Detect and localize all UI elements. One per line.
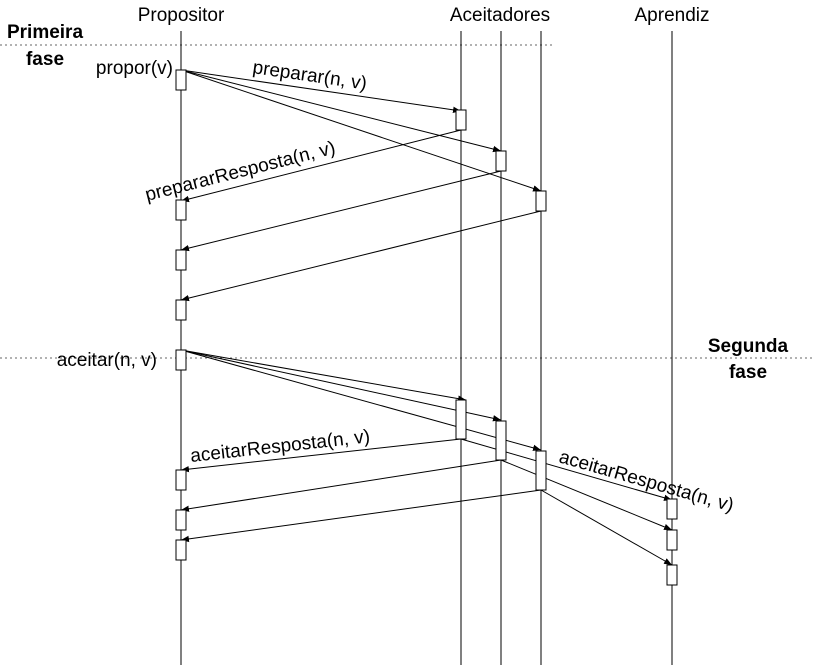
learner-activation-2 — [666, 529, 678, 551]
accept-reply-proposer-label: aceitarResposta(n, v) — [189, 426, 371, 467]
propose-label: propor(v) — [96, 58, 173, 79]
learner-header: Aprendiz — [635, 5, 710, 26]
accept-arrow-acceptor-3 — [180, 349, 542, 451]
prepare-reply-arrow-acceptor-3 — [180, 210, 542, 302]
accept-label: aceitar(n, v) — [57, 350, 157, 371]
prepare-reply-label: prepararResposta(n, v) — [143, 138, 338, 206]
accept-reply-arrow-acceptor-3-to-learner — [540, 489, 673, 566]
acceptor-2-activation-accept — [495, 420, 507, 461]
first-phase-label-line2: fase — [26, 49, 64, 70]
learner-activation-3 — [666, 564, 678, 586]
prepare-reply-arrow-acceptor-1 — [180, 129, 462, 203]
acceptor-2-activation-prepare — [495, 150, 507, 172]
second-phase-label-line2: fase — [729, 362, 767, 383]
first-phase-label-line1: Primeira — [7, 22, 83, 43]
proposer-activation-reply-1 — [175, 199, 187, 221]
proposer-header: Propositor — [138, 5, 225, 26]
accept-arrow-acceptor-1 — [180, 349, 467, 402]
proposer-activation-reply-2 — [175, 249, 187, 271]
acceptor-1-activation-accept — [455, 399, 467, 440]
proposer-activation-accept-reply-2 — [175, 509, 187, 531]
proposer-activation-propose — [175, 69, 187, 91]
accept-reply-arrow-acceptor-2-to-learner — [500, 459, 673, 531]
learner-activation-1 — [666, 498, 678, 520]
acceptor-3-activation-accept — [535, 450, 547, 491]
acceptor-1-activation-prepare — [455, 109, 467, 131]
acceptor-3-activation-prepare — [535, 190, 547, 212]
accept-reply-learner-label: aceitarResposta(n, v) — [557, 447, 736, 517]
second-phase-label-line1: Segunda — [708, 336, 789, 357]
accept-arrow-acceptor-2 — [180, 349, 502, 422]
prepare-arrow-acceptor-1 — [180, 69, 462, 114]
prepare-arrow-acceptor-3 — [180, 69, 542, 192]
acceptors-header: Aceitadores — [450, 5, 550, 26]
accept-reply-arrow-acceptor-3-to-proposer — [180, 489, 542, 543]
accept-reply-arrow-acceptor-2-to-proposer — [180, 459, 502, 512]
proposer-activation-accept-reply-1 — [175, 469, 187, 491]
proposer-activation-reply-3 — [175, 299, 187, 321]
prepare-arrow-acceptor-2 — [180, 69, 502, 153]
prepare-reply-arrow-acceptor-2 — [180, 170, 502, 252]
proposer-activation-accept — [175, 349, 187, 371]
proposer-activation-accept-reply-3 — [175, 539, 187, 561]
accept-reply-arrow-acceptor-1-to-proposer — [180, 438, 462, 473]
